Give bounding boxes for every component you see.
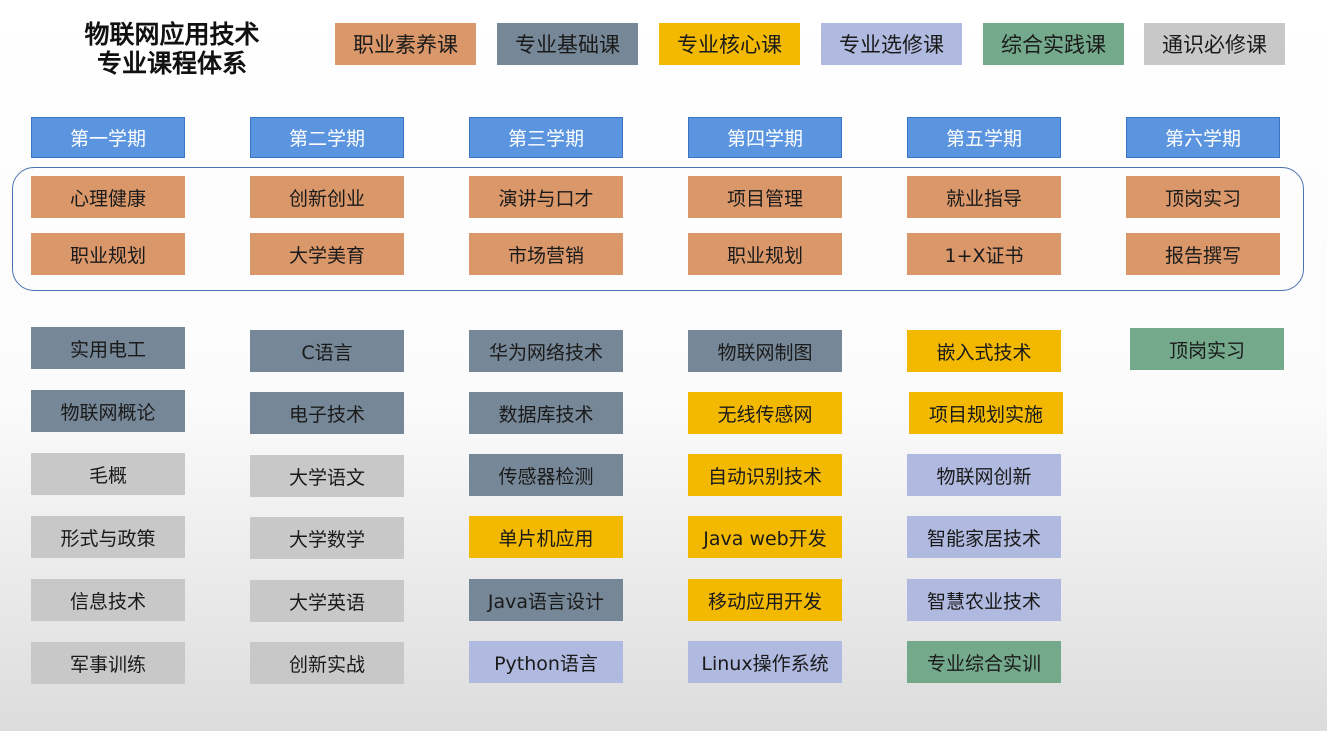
course-box: 大学数学: [250, 517, 404, 559]
group-course-box: 创新创业: [250, 176, 404, 218]
semester-header-5: 第五学期: [907, 117, 1061, 158]
course-box: 专业综合实训: [907, 641, 1061, 683]
legend-item-tongshi: 通识必修课: [1144, 23, 1285, 65]
course-box: 自动识别技术: [688, 454, 842, 496]
course-box: C语言: [250, 330, 404, 372]
legend-item-hexin: 专业核心课: [659, 23, 800, 65]
diagram-title: 物联网应用技术 专业课程体系: [72, 20, 272, 78]
group-course-box: 就业指导: [907, 176, 1061, 218]
course-box: 传感器检测: [469, 454, 623, 496]
legend-item-xuanxiu: 专业选修课: [821, 23, 962, 65]
course-box: 顶岗实习: [1130, 328, 1284, 370]
group-course-box: 职业规划: [31, 233, 185, 275]
legend-item-shijian: 综合实践课: [983, 23, 1124, 65]
semester-header-1: 第一学期: [31, 117, 185, 158]
course-box: 创新实战: [250, 642, 404, 684]
title-line-1: 物联网应用技术: [84, 20, 260, 49]
professional-literacy-group-frame: [12, 167, 1304, 291]
group-course-box: 演讲与口才: [469, 176, 623, 218]
semester-header-6: 第六学期: [1126, 117, 1280, 158]
semester-header-3: 第三学期: [469, 117, 623, 158]
group-course-box: 顶岗实习: [1126, 176, 1280, 218]
course-box: 大学语文: [250, 455, 404, 497]
course-box: 无线传感网: [688, 392, 842, 434]
course-box: 实用电工: [31, 327, 185, 369]
title-line-2: 专业课程体系: [96, 49, 247, 78]
course-box: Java语言设计: [469, 579, 623, 621]
course-box: 智能家居技术: [907, 516, 1061, 558]
course-box: 数据库技术: [469, 392, 623, 434]
course-box: 军事训练: [31, 642, 185, 684]
group-course-box: 市场营销: [469, 233, 623, 275]
group-course-box: 项目管理: [688, 176, 842, 218]
group-course-box: 1+X证书: [907, 233, 1061, 275]
semester-header-4: 第四学期: [688, 117, 842, 158]
course-box: 物联网制图: [688, 330, 842, 372]
semester-header-2: 第二学期: [250, 117, 404, 158]
legend-item-jichu: 专业基础课: [497, 23, 638, 65]
course-box: 信息技术: [31, 579, 185, 621]
course-box: 毛概: [31, 453, 185, 495]
course-box: 智慧农业技术: [907, 579, 1061, 621]
course-box: 形式与政策: [31, 516, 185, 558]
legend-item-zhiye: 职业素养课: [335, 23, 476, 65]
course-box: Python语言: [469, 641, 623, 683]
group-course-box: 心理健康: [31, 176, 185, 218]
group-course-box: 职业规划: [688, 233, 842, 275]
course-box: 嵌入式技术: [907, 330, 1061, 372]
course-box: Java web开发: [688, 516, 842, 558]
course-box: 单片机应用: [469, 516, 623, 558]
course-box: 大学英语: [250, 580, 404, 622]
course-box: 移动应用开发: [688, 579, 842, 621]
group-course-box: 大学美育: [250, 233, 404, 275]
course-box: 物联网概论: [31, 390, 185, 432]
course-box: 电子技术: [250, 392, 404, 434]
course-box: 物联网创新: [907, 454, 1061, 496]
group-course-box: 报告撰写: [1126, 233, 1280, 275]
course-box: 项目规划实施: [909, 392, 1063, 434]
course-box: Linux操作系统: [688, 641, 842, 683]
course-box: 华为网络技术: [469, 330, 623, 372]
